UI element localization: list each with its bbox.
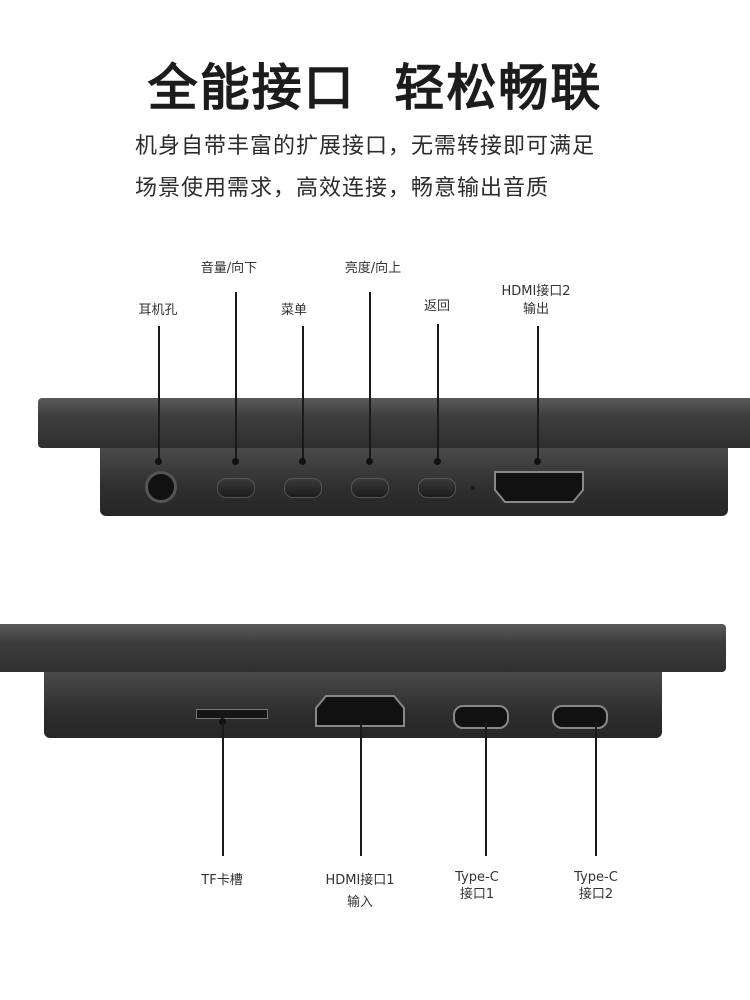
- device-top-bezel: [38, 398, 750, 448]
- volume-button: [217, 478, 255, 498]
- earphone-jack: [145, 471, 177, 503]
- headline: 全能接口 轻松畅联: [147, 59, 603, 117]
- typec2-label-1: Type-C: [574, 870, 618, 885]
- device-top-port-panel: [100, 448, 728, 516]
- brightness-button: [351, 478, 389, 498]
- description-line-1: 机身自带丰富的扩展接口，无需转接即可满足: [135, 134, 596, 159]
- menu-dot: [299, 458, 306, 465]
- typec1-dot: [482, 718, 489, 725]
- hdmi1-label-2: 输入: [346, 895, 373, 910]
- back-button: [418, 478, 456, 498]
- back-dot: [434, 458, 441, 465]
- hdmi1-port: [315, 695, 405, 727]
- tf-dot: [219, 718, 226, 725]
- tf-leader: [222, 722, 224, 856]
- back-label: 返回: [423, 299, 450, 314]
- hdmi1-dot: [357, 718, 364, 725]
- hdmi2-label-2: 输出: [522, 302, 549, 317]
- tf-card-slot: [196, 709, 268, 719]
- brightness-label: 亮度/向上: [344, 261, 402, 276]
- tf-label: TF卡槽: [201, 873, 243, 888]
- earphone-label: 耳机孔: [138, 303, 178, 318]
- volume-label: 音量/向下: [200, 261, 258, 276]
- typec1-port: [453, 705, 509, 729]
- back-leader: [437, 324, 439, 460]
- device-bottom-bezel: [0, 624, 726, 672]
- menu-label: 菜单: [280, 303, 307, 318]
- hdmi2-dot: [534, 458, 541, 465]
- description-line-2: 场景使用需求，高效连接，畅意输出音质: [135, 176, 550, 201]
- earphone-leader: [158, 326, 160, 464]
- indicator-light: [471, 486, 475, 490]
- typec2-port: [552, 705, 608, 729]
- menu-button: [284, 478, 322, 498]
- typec1-leader: [485, 722, 487, 856]
- hdmi1-leader: [360, 722, 362, 856]
- earphone-dot: [155, 458, 162, 465]
- hdmi1-label-1: HDMI接口1: [325, 873, 395, 888]
- hdmi2-label-1: HDMI接口2: [501, 284, 571, 299]
- typec1-label-1: Type-C: [455, 870, 499, 885]
- menu-leader: [302, 326, 304, 460]
- typec2-leader: [595, 722, 597, 856]
- volume-leader: [235, 292, 237, 460]
- brightness-dot: [366, 458, 373, 465]
- typec1-label-2: 接口1: [459, 887, 495, 902]
- typec2-dot: [592, 718, 599, 725]
- brightness-leader: [369, 292, 371, 460]
- hdmi2-leader: [537, 326, 539, 460]
- hdmi2-port: [494, 471, 584, 503]
- volume-dot: [232, 458, 239, 465]
- typec2-label-2: 接口2: [578, 887, 614, 902]
